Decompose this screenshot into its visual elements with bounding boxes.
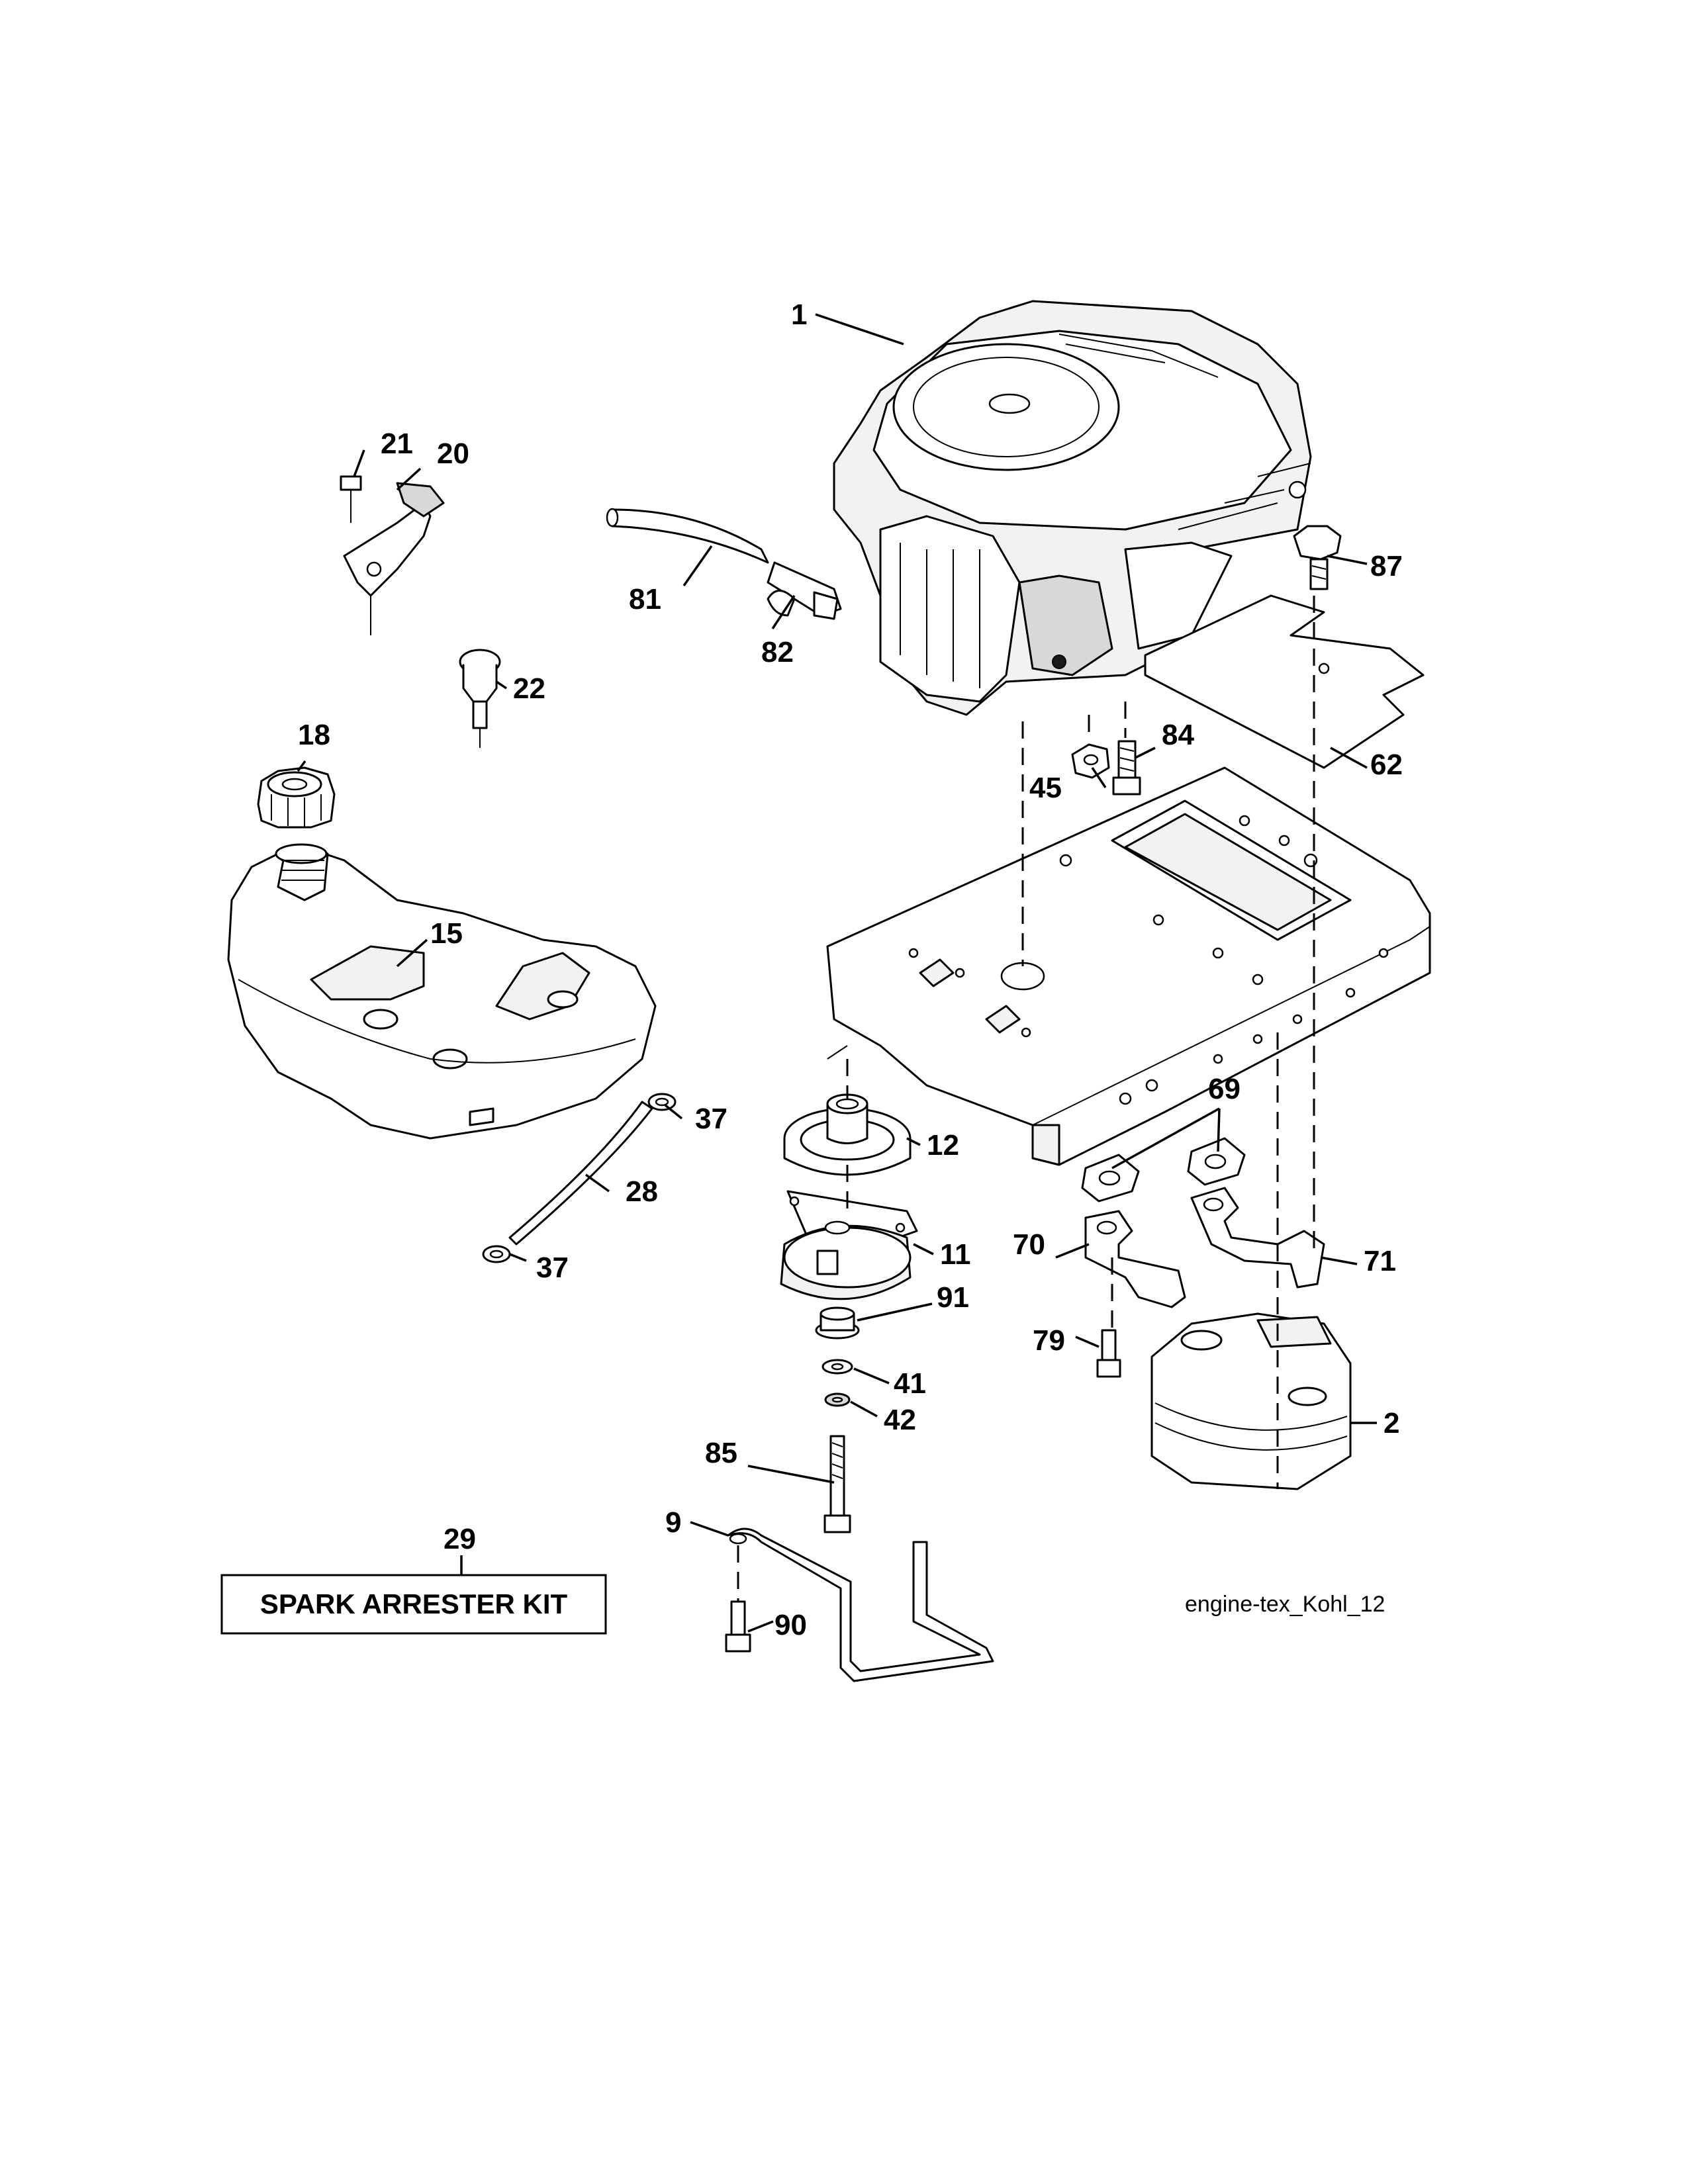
clamp-part-37-lower [482, 1245, 511, 1263]
callout-82: 82 [761, 636, 794, 668]
exhaust-pipe-part-70 [1084, 1210, 1186, 1308]
choke-knob-part-22 [459, 649, 501, 748]
callout-87: 87 [1370, 550, 1403, 582]
engine-part-1 [833, 300, 1312, 716]
callout-11: 11 [940, 1238, 971, 1271]
callout-21: 21 [381, 428, 413, 460]
callout-37-upper: 37 [695, 1103, 727, 1135]
fuel-cap-part-18 [257, 766, 336, 829]
callout-1: 1 [791, 298, 807, 331]
washer-part-42 [824, 1392, 851, 1407]
callout-71: 71 [1364, 1245, 1396, 1277]
fuel-hose-part-81 [606, 508, 769, 564]
callout-70: 70 [1013, 1228, 1045, 1261]
washer-part-41 [821, 1359, 853, 1375]
shutoff-valve-part-82 [767, 561, 842, 620]
bolt-part-79 [1096, 1329, 1121, 1378]
callout-84: 84 [1162, 719, 1194, 751]
callout-85: 85 [705, 1437, 737, 1469]
callout-29: 29 [444, 1523, 476, 1555]
callout-91: 91 [937, 1281, 969, 1314]
muffler-part-2 [1150, 1312, 1352, 1490]
spacer-part-91 [815, 1306, 860, 1340]
chassis-frame [826, 766, 1431, 1166]
callout-9: 9 [665, 1506, 681, 1539]
callout-15: 15 [430, 917, 463, 950]
callout-62: 62 [1370, 749, 1403, 781]
screw-part-21 [340, 475, 362, 523]
nut-part-45 [1071, 743, 1110, 779]
bolt-part-87 [1293, 525, 1342, 590]
callout-20: 20 [437, 437, 469, 470]
callout-41: 41 [894, 1367, 926, 1400]
bracket-part-9 [727, 1527, 994, 1682]
callout-37-lower: 37 [536, 1251, 569, 1284]
diagram-reference-code: engine-tex_Kohl_12 [1185, 1592, 1385, 1617]
clutch-part-11 [780, 1190, 918, 1300]
callout-79: 79 [1033, 1324, 1065, 1357]
heat-shield-part-62 [1144, 594, 1425, 769]
spark-arrester-kit-box: SPARK ARRESTER KIT [220, 1574, 607, 1635]
callout-90: 90 [774, 1609, 807, 1641]
callout-18: 18 [298, 719, 330, 751]
fuel-line-part-28 [508, 1101, 653, 1246]
callout-81: 81 [629, 583, 661, 615]
callout-28: 28 [626, 1175, 658, 1208]
bolt-part-84 [1112, 740, 1141, 796]
throttle-control-part-20 [343, 482, 445, 635]
fuel-tank-part-15 [227, 843, 657, 1140]
bolt-part-85 [823, 1435, 851, 1533]
callout-69: 69 [1208, 1073, 1241, 1105]
gasket-part-69 [1081, 1137, 1246, 1203]
callout-45: 45 [1029, 772, 1062, 804]
callout-42: 42 [884, 1404, 916, 1436]
callout-12: 12 [927, 1129, 959, 1161]
callout-22: 22 [513, 672, 545, 705]
clamp-part-37-upper [647, 1093, 677, 1111]
exhaust-pipe-part-71 [1190, 1187, 1325, 1289]
pulley-part-12 [783, 1093, 912, 1176]
callout-labels: 1 2 9 11 12 15 18 20 21 22 28 29 37 37 4… [298, 298, 1403, 1641]
callout-2: 2 [1383, 1407, 1399, 1439]
kit-label: SPARK ARRESTER KIT [260, 1588, 568, 1619]
bolt-part-90 [725, 1600, 751, 1653]
alignment-lines [737, 596, 1315, 1602]
